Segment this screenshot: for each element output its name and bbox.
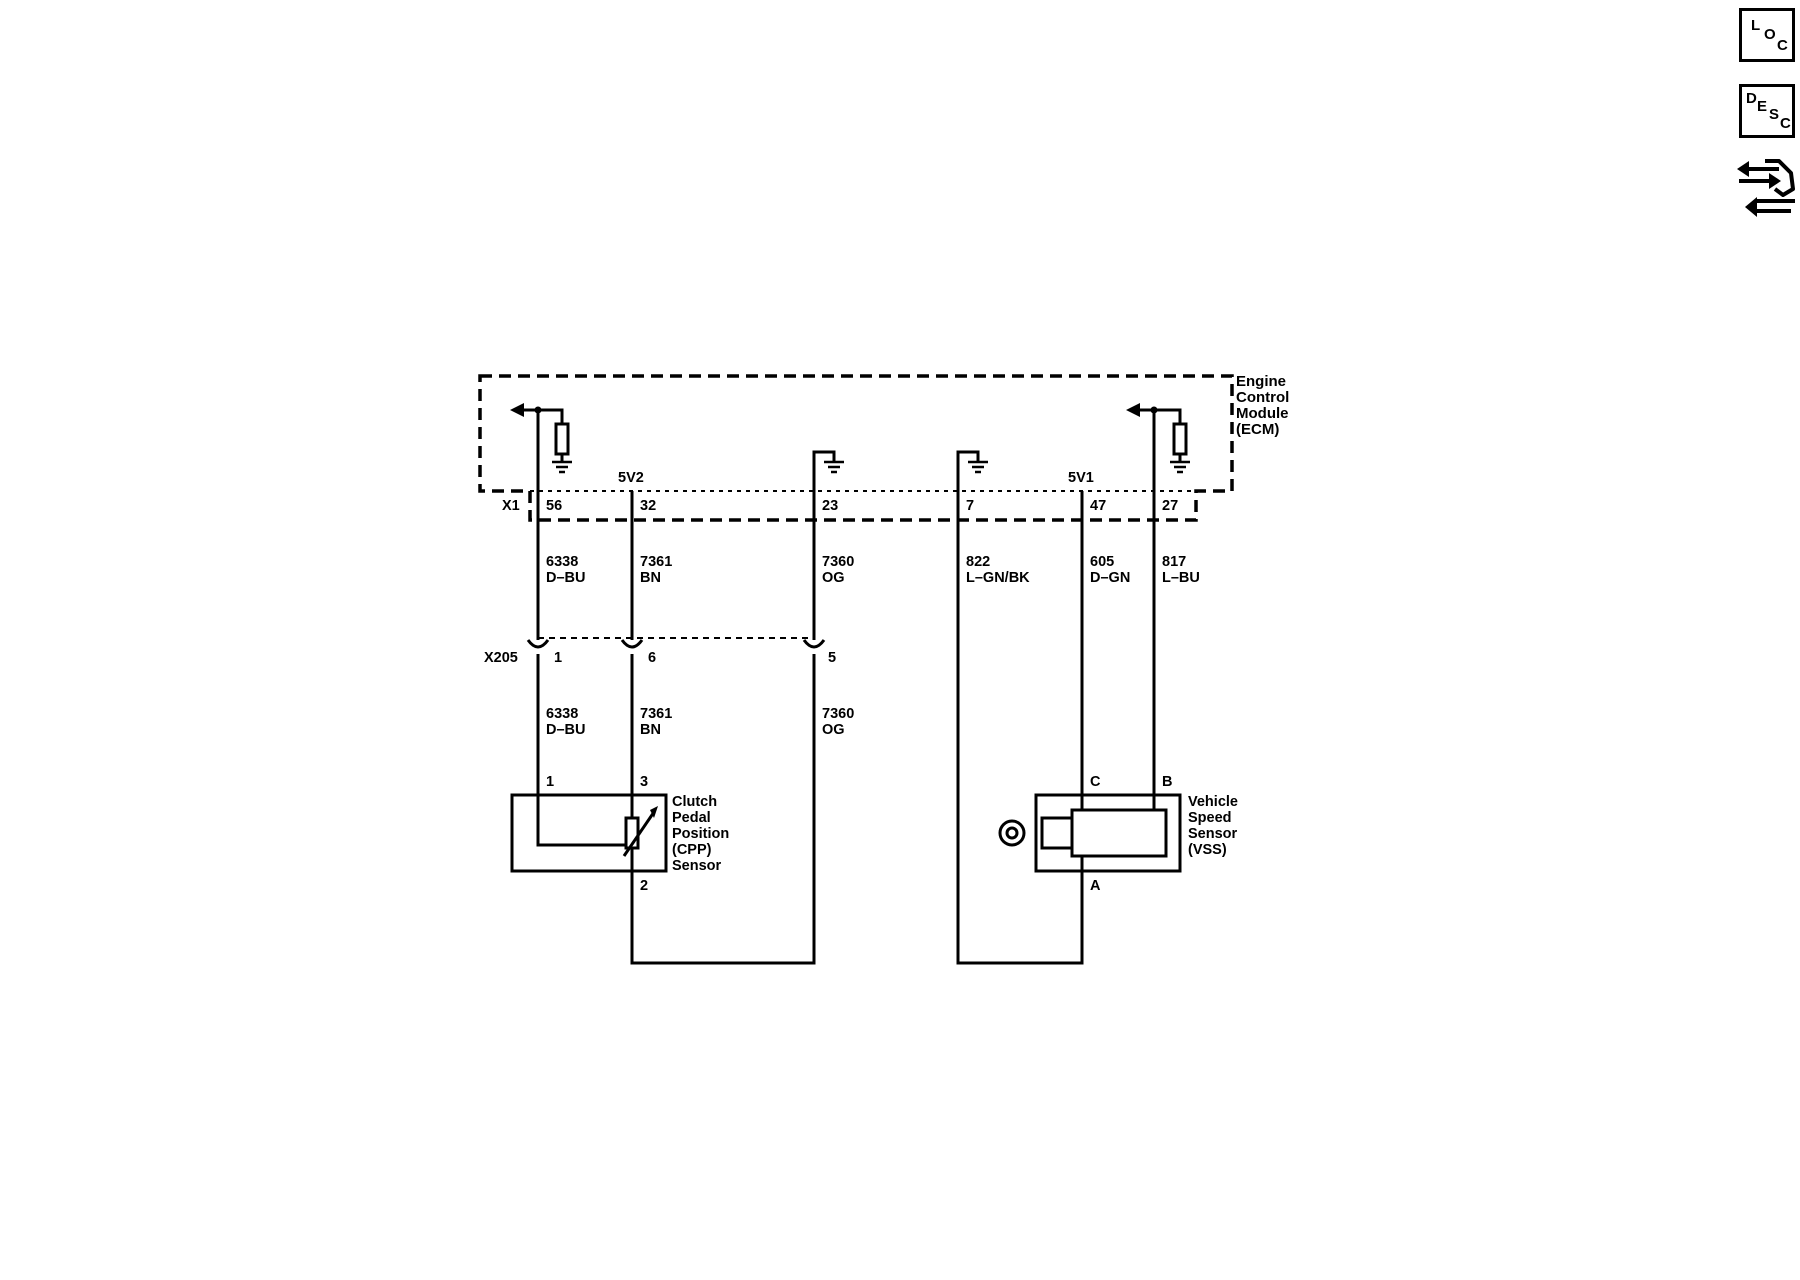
x205-cup-6 (620, 639, 644, 649)
ref-5v1: 5V1 (1068, 470, 1094, 486)
wire-circuit-605: 605 (1090, 554, 1114, 570)
cpp-label-3: Position (672, 826, 729, 842)
cpp-sensor-box (510, 793, 668, 873)
pin-27: 27 (1162, 498, 1178, 514)
wire-color-l-bu: L–BU (1162, 570, 1200, 586)
vss-label-2: Speed (1188, 810, 1232, 826)
location-button[interactable]: L O C (1739, 8, 1795, 62)
description-button[interactable]: D E S C (1739, 84, 1795, 138)
wire-817 (1152, 408, 1182, 491)
vss-pin-a: A (1090, 878, 1101, 894)
loc-letter-l: L (1751, 17, 1761, 34)
ecm-label-4: (ECM) (1236, 421, 1279, 438)
arrow-right-icon (1126, 403, 1140, 417)
pin-23: 23 (822, 498, 838, 514)
cpp-label-4: (CPP) (672, 842, 712, 858)
ecm-label-2: Control (1236, 389, 1289, 406)
x205-cup-1 (526, 639, 550, 649)
pin-32: 32 (640, 498, 656, 514)
lower-circuit-7361: 7361 (640, 706, 672, 722)
cpp-label-2: Pedal (672, 810, 711, 826)
ecm-label-1: Engine (1236, 373, 1286, 390)
lower-color-bn: BN (640, 722, 661, 738)
vss-coil (1070, 808, 1168, 858)
wire-color-og: OG (822, 570, 845, 586)
wire-circuit-6338: 6338 (546, 554, 578, 570)
pullup-resistor-left (554, 422, 570, 456)
wire-822 (956, 450, 980, 491)
x205-label: X205 (484, 650, 518, 666)
wire-circuit-822: 822 (966, 554, 990, 570)
wire-7360-upper (812, 450, 836, 491)
arrow-left-icon (510, 403, 524, 417)
wire-color-d-bu: D–BU (546, 570, 585, 586)
x205-cup-5 (802, 639, 826, 649)
wire-color-d-gn: D–GN (1090, 570, 1130, 586)
vss-pin-c: C (1090, 774, 1101, 790)
x205-pin-6: 6 (648, 650, 656, 666)
ecm-label-3: Module (1236, 405, 1289, 422)
vss-label-4: (VSS) (1188, 842, 1227, 858)
lower-color-d-bu: D–BU (546, 722, 585, 738)
desc-letter-c: C (1780, 115, 1791, 132)
pin-47: 47 (1090, 498, 1106, 514)
x205-pin-1: 1 (554, 650, 562, 666)
cpp-pin-1: 1 (546, 774, 554, 790)
wire-color-l-gn-bk: L–GN/BK (966, 570, 1030, 586)
ground-symbols (552, 460, 1190, 474)
ecm-module-outline (478, 374, 1234, 522)
vss-label-3: Sensor (1188, 826, 1238, 842)
gear-icon (998, 819, 1026, 847)
wire-circuit-7360: 7360 (822, 554, 854, 570)
loc-letter-c: C (1777, 37, 1788, 54)
ref-5v2: 5V2 (618, 470, 644, 486)
cpp-label-5: Sensor (672, 858, 722, 874)
pin-56: 56 (546, 498, 562, 514)
pullup-resistor-right (1172, 422, 1188, 456)
x205-pin-5: 5 (828, 650, 836, 666)
navigation-arrows-icon[interactable] (1735, 155, 1799, 221)
lower-color-og: OG (822, 722, 845, 738)
desc-letter-s: S (1769, 106, 1780, 123)
cpp-label-1: Clutch (672, 794, 717, 810)
loc-letter-o: O (1764, 26, 1776, 43)
wire-7360-lower (630, 654, 816, 965)
pin-7: 7 (966, 498, 974, 514)
wire-circuit-817: 817 (1162, 554, 1186, 570)
vss-pin-b: B (1162, 774, 1172, 790)
vss-label-1: Vehicle (1188, 794, 1238, 810)
lower-circuit-6338: 6338 (546, 706, 578, 722)
cpp-pin-2: 2 (640, 878, 648, 894)
wire-circuit-7361: 7361 (640, 554, 672, 570)
wire-color-bn: BN (640, 570, 661, 586)
cpp-pin-3: 3 (640, 774, 648, 790)
desc-letter-e: E (1757, 98, 1768, 115)
lower-circuit-7360: 7360 (822, 706, 854, 722)
x1-label: X1 (502, 498, 520, 514)
desc-letter-d: D (1746, 90, 1757, 107)
